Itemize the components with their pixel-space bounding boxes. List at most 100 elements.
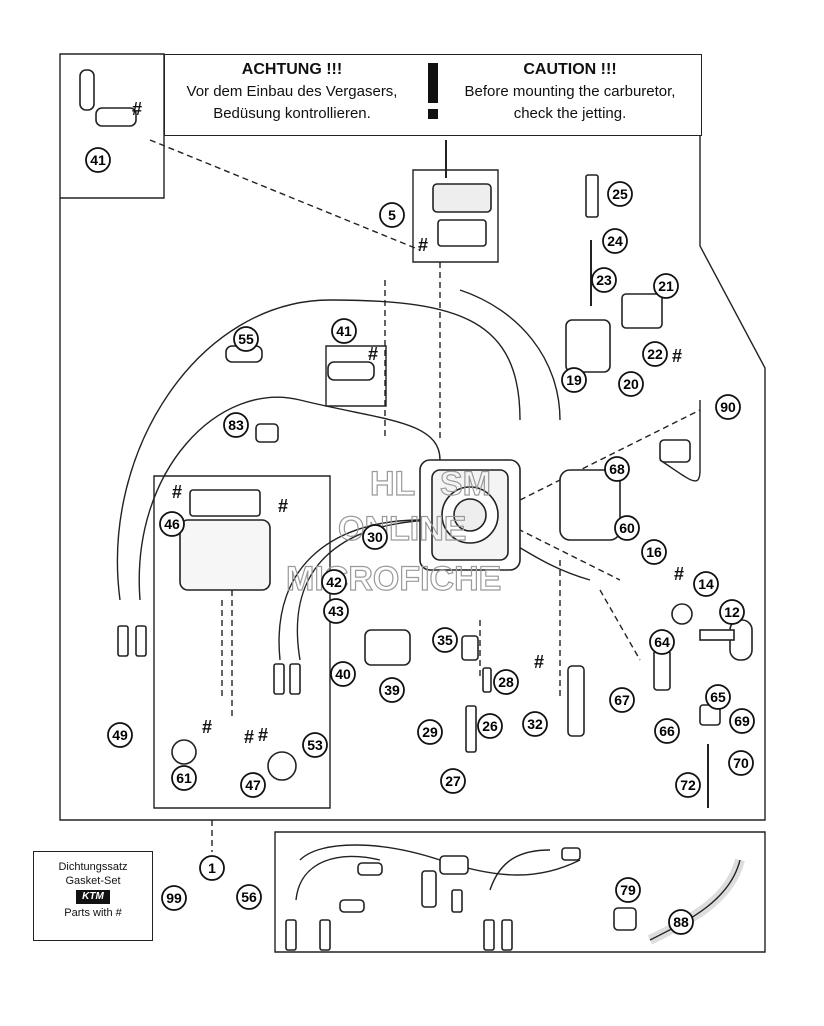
caution-notice: ACHTUNG !!! Vor dem Einbau des Vergasers…: [164, 54, 702, 136]
callout-circle: [330, 661, 356, 687]
hash-marker: #: [534, 652, 544, 672]
callout-number: 41: [336, 323, 352, 339]
callout-number: 40: [335, 666, 351, 682]
callout-number: 20: [623, 376, 639, 392]
callout-number: 53: [307, 737, 323, 753]
callout-circle: [604, 456, 630, 482]
callout-circle: [642, 341, 668, 367]
callout-42: 42: [321, 569, 347, 595]
callout-66: 66: [654, 718, 680, 744]
callout-number: 70: [733, 755, 749, 771]
callout-circle: [675, 772, 701, 798]
callout-number: 79: [620, 882, 636, 898]
callout-circle: [362, 524, 388, 550]
callout-number: 35: [437, 632, 453, 648]
callout-circle: [477, 713, 503, 739]
callout-26: 26: [477, 713, 503, 739]
callout-60: 60: [614, 515, 640, 541]
watermark-line2: ONLINE: [338, 510, 466, 548]
callout-32: 32: [522, 711, 548, 737]
callout-circle: [653, 273, 679, 299]
callout-number: 61: [176, 770, 192, 786]
callout-number: 14: [698, 576, 714, 592]
callout-number: 42: [326, 574, 342, 590]
callout-circle: [161, 885, 187, 911]
box-5: [412, 169, 499, 263]
callout-circle: [693, 571, 719, 597]
callout-circle: [331, 318, 357, 344]
callout-41: 41: [331, 318, 357, 344]
callout-circle: [715, 394, 741, 420]
caution-en-line2: check the jetting.: [513, 105, 627, 122]
callout-circle: [321, 569, 347, 595]
callout-circle: [323, 598, 349, 624]
callout-99: 99: [161, 885, 187, 911]
callout-circle: [641, 539, 667, 565]
callout-circle: [561, 367, 587, 393]
callout-number: 68: [609, 461, 625, 477]
callout-29: 29: [417, 719, 443, 745]
callout-number: 46: [164, 516, 180, 532]
callout-30: 30: [362, 524, 388, 550]
callout-number: 41: [90, 152, 106, 168]
callout-circle: [591, 267, 617, 293]
callout-14: 14: [693, 571, 719, 597]
callout-number: 27: [445, 773, 461, 789]
callout-circle: [379, 202, 405, 228]
callout-circle: [432, 627, 458, 653]
callout-number: 21: [658, 278, 674, 294]
hash-marker: #: [172, 482, 182, 502]
callout-number: 22: [647, 346, 663, 362]
callout-number: 12: [724, 604, 740, 620]
hash-marker: #: [244, 727, 254, 747]
callout-35: 35: [432, 627, 458, 653]
callout-circle: [614, 515, 640, 541]
callout-number: 47: [245, 777, 261, 793]
callout-56: 56: [236, 884, 262, 910]
callout-number: 43: [328, 603, 344, 619]
callout-61: 61: [171, 765, 197, 791]
callout-circle: [223, 412, 249, 438]
callout-number: 56: [241, 889, 257, 905]
callout-circle: [302, 732, 328, 758]
gasket-line3: Parts with #: [64, 907, 122, 919]
callout-5: 5: [379, 202, 405, 228]
callout-46: 46: [159, 511, 185, 537]
caution-de-line1: Vor dem Einbau des Vergasers,: [186, 83, 398, 100]
callout-16: 16: [641, 539, 667, 565]
callout-number: 55: [238, 331, 254, 347]
callout-21: 21: [653, 273, 679, 299]
callout-88: 88: [668, 909, 694, 935]
callout-circle: [159, 511, 185, 537]
callout-22: 22: [642, 341, 668, 367]
callout-number: 65: [710, 689, 726, 705]
callout-circle: [719, 599, 745, 625]
callout-65: 65: [705, 684, 731, 710]
callout-circle: [668, 909, 694, 935]
callout-number: 60: [619, 520, 635, 536]
callout-circle: [729, 708, 755, 734]
callout-number: 88: [673, 914, 689, 930]
callout-number: 66: [659, 723, 675, 739]
callout-19: 19: [561, 367, 587, 393]
callout-number: 99: [166, 890, 182, 906]
callout-number: 25: [612, 186, 628, 202]
caution-en-title: CAUTION !!!: [523, 61, 617, 78]
callout-circle: [199, 855, 225, 881]
callout-number: 1: [208, 860, 216, 876]
exclamation-icon: [427, 63, 439, 119]
callout-circle: [654, 718, 680, 744]
callout-64: 64: [649, 629, 675, 655]
caution-de-title: ACHTUNG !!!: [241, 61, 343, 78]
hash-marker: #: [368, 344, 378, 364]
callout-number: 29: [422, 724, 438, 740]
callout-79: 79: [615, 877, 641, 903]
carburetor-body: [79, 69, 753, 951]
watermark-line1: HL: [370, 465, 415, 503]
watermark-line3: MICROFICHE: [286, 560, 501, 598]
callout-number: 26: [482, 718, 498, 734]
hash-marker: #: [132, 99, 142, 119]
callout-circle: [85, 147, 111, 173]
caution-de-line2: Bedüsung kontrollieren.: [213, 105, 371, 122]
